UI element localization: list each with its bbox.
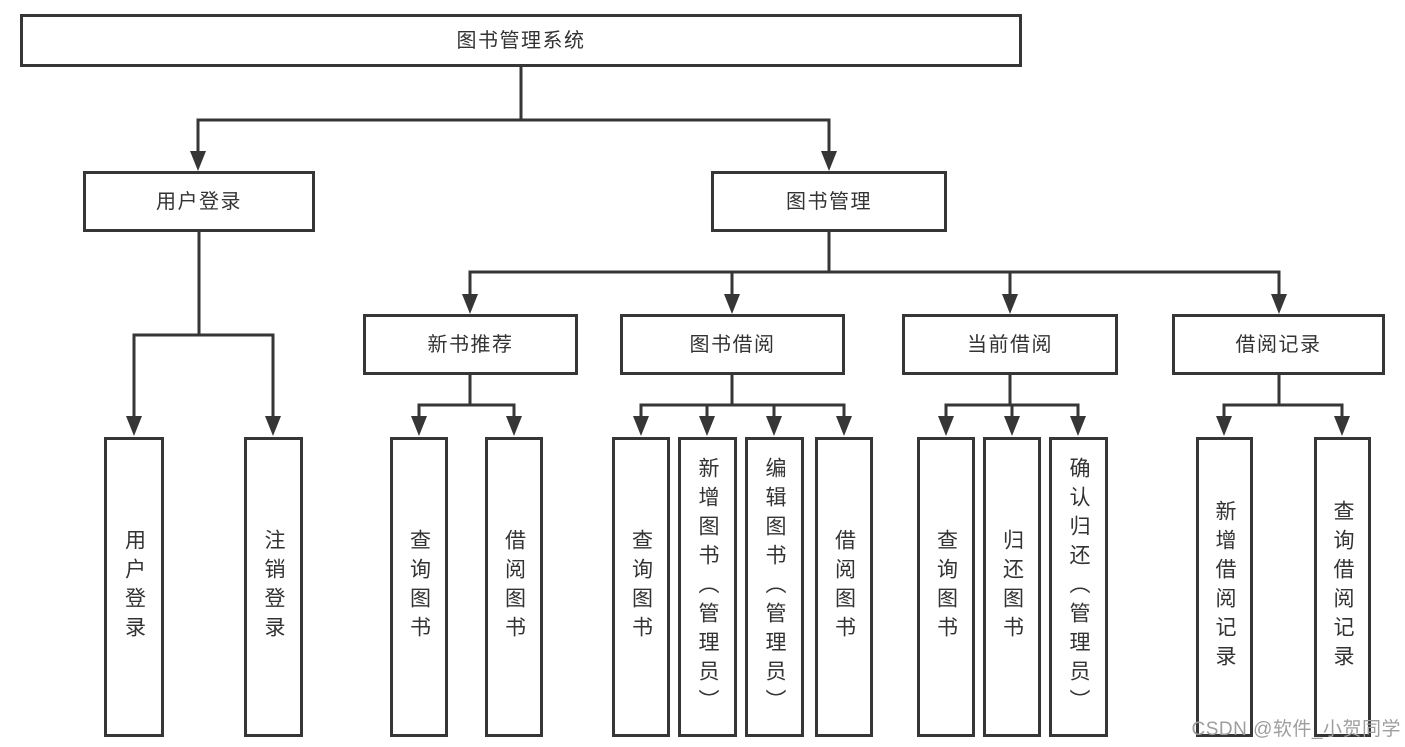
csdn-watermark: CSDN @软件_小贺同学 [1191,719,1401,740]
node-leaf-query-books-recommend: 查询图书 [390,437,448,737]
node-leaf-edit-books-admin: 编辑图书（管理员） [745,437,804,737]
node-leaf-add-books-admin: 新增图书（管理员） [678,437,737,737]
node-label: 编辑图书（管理员） [763,456,786,718]
node-label: 借阅图书 [502,529,526,645]
node-book-borrowing: 图书借阅 [620,314,845,375]
node-current-borrowing: 当前借阅 [902,314,1118,375]
node-leaf-borrow-books: 借阅图书 [815,437,873,737]
node-new-book-recommendation: 新书推荐 [363,314,578,375]
node-label: 用户登录 [122,529,146,645]
node-borrowing-records: 借阅记录 [1172,314,1385,375]
node-label: 查询图书 [934,529,958,645]
node-label: 查询图书 [407,529,431,645]
node-leaf-confirm-return-admin: 确认归还（管理员） [1049,437,1108,737]
node-label: 图书管理系统 [456,29,586,52]
node-label: 新增借阅记录 [1213,500,1236,674]
node-leaf-query-borrow-record: 查询借阅记录 [1314,437,1371,737]
node-label: 查询借阅记录 [1331,500,1354,674]
arrowhead-icons [126,151,1350,436]
node-user-login-group: 用户登录 [83,171,315,232]
node-label: 图书借阅 [689,333,776,356]
node-leaf-query-books-borrowing: 查询图书 [612,437,670,737]
node-leaf-return-books: 归还图书 [983,437,1041,737]
node-leaf-add-borrow-record: 新增借阅记录 [1196,437,1253,737]
node-book-management-group: 图书管理 [711,171,947,232]
node-label: 归还图书 [1000,529,1024,645]
node-label: 注销登录 [262,529,285,645]
node-label: 新增图书（管理员） [696,456,719,718]
node-label: 图书管理 [786,190,872,213]
node-label: 新书推荐 [427,333,514,356]
node-leaf-user-login: 用户登录 [104,437,164,737]
node-label: 查询图书 [629,529,653,645]
node-label: 借阅图书 [832,529,856,645]
node-leaf-logout: 注销登录 [244,437,303,737]
node-root-library-system: 图书管理系统 [20,14,1022,67]
node-label: 借阅记录 [1235,333,1322,356]
node-leaf-query-books-current: 查询图书 [917,437,975,737]
node-label: 确认归还（管理员） [1067,456,1090,718]
node-label: 当前借阅 [967,333,1053,356]
node-leaf-borrow-books-recommend: 借阅图书 [485,437,543,737]
node-label: 用户登录 [156,190,242,213]
